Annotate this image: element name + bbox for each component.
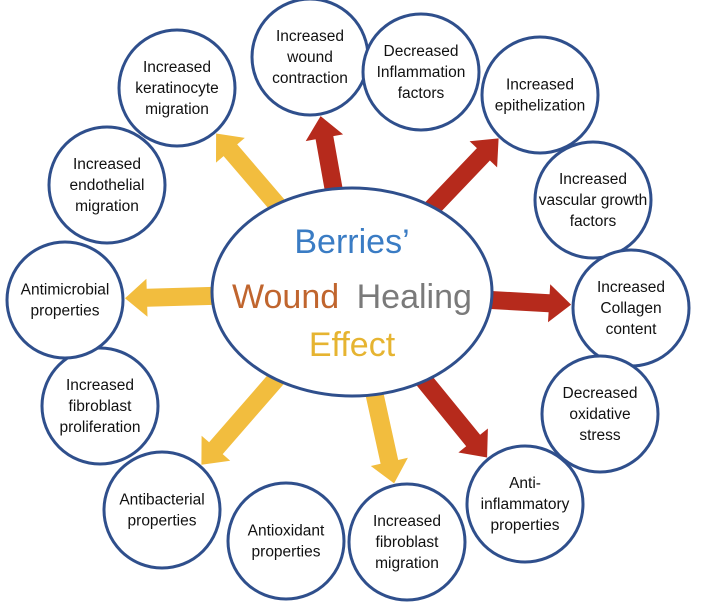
node-circle [361, 12, 481, 132]
node-label-line: properties [491, 517, 560, 534]
center-word-healing: Healing [357, 278, 472, 316]
node-circle [226, 481, 346, 601]
node-label-line: fibroblast [376, 534, 440, 551]
node-label-line: Increased [73, 156, 141, 173]
node-epithelization: Increased epithelization [480, 35, 600, 155]
outcome-nodes: IncreasedwoundcontractionDecreasedInflam… [5, 0, 691, 602]
node-circle [540, 354, 660, 474]
node-antimicrobial: Antimicrobial properties [5, 240, 125, 360]
node-label-line: factors [570, 213, 617, 230]
node-label-line: endothelial [70, 177, 145, 194]
node-label-line: Antimicrobial [21, 282, 110, 299]
arrow-to-wound-contraction [305, 116, 345, 205]
node-circle [347, 482, 467, 602]
center-hub: Berries’ Wound Healing Effect [210, 186, 494, 398]
node-label-line: Increased [559, 171, 627, 188]
arrows-layer [125, 116, 572, 484]
node-label-line: Decreased [384, 43, 459, 60]
node-endothelial-migration: Increased endothelial migration [47, 125, 167, 245]
node-label-line: contraction [272, 70, 348, 87]
node-label-line: inflammatory [481, 496, 570, 513]
node-circle [5, 240, 125, 360]
center-title-wound-healing: Wound Healing [232, 278, 472, 316]
node-label-line: Antibacterial [119, 492, 204, 509]
node-oxidative-stress: Decreased oxidative stress [540, 354, 660, 474]
arrow-to-epithelization [416, 138, 499, 224]
node-label-line: properties [252, 544, 321, 561]
node-antibacterial: Antibacterial properties [102, 450, 222, 570]
node-label-line: Decreased [563, 385, 638, 402]
node-label-line: migration [375, 555, 439, 572]
node-fibroblast-proliferation: Increased fibroblast proliferation [40, 346, 160, 466]
center-title-berries: Berries’ [294, 223, 409, 261]
node-label-line: properties [31, 303, 100, 320]
node-label-line: Increased [373, 513, 441, 530]
node-circle [533, 140, 653, 260]
node-label-line: Anti- [509, 475, 541, 492]
node-label-line: Increased [506, 77, 574, 94]
node-label-line: migration [145, 101, 209, 118]
node-circle [117, 28, 237, 148]
node-label-line: wound [286, 49, 333, 66]
node-label-line: vascular growth [539, 192, 648, 209]
node-label-line: oxidative [569, 406, 630, 423]
node-label-line: stress [579, 427, 621, 444]
node-label-line: Collagen [600, 300, 661, 317]
arrow-to-keratinocyte-migration [216, 133, 293, 221]
node-circle [480, 35, 600, 155]
arrow-to-collagen-content [477, 284, 572, 323]
node-label-line: epithelization [495, 98, 585, 115]
node-label-line: Increased [597, 279, 665, 296]
node-label-line: properties [128, 513, 197, 530]
node-label-line: Increased [276, 28, 344, 45]
node-label-line: Increased [143, 59, 211, 76]
arrow-to-antimicrobial [125, 278, 227, 317]
node-fibroblast-migration: Increased fibroblast migration [347, 482, 467, 602]
node-antioxidant: Antioxidant properties [226, 481, 346, 601]
node-circle [102, 450, 222, 570]
node-circle [465, 444, 585, 564]
node-label-line: Increased [66, 377, 134, 394]
node-label-line: proliferation [60, 419, 141, 436]
arrow-to-anti-inflammatory [408, 364, 488, 458]
center-title-effect: Effect [309, 326, 396, 364]
node-anti-inflammatory: Anti-inflammatory properties [465, 444, 585, 564]
node-label-line: fibroblast [69, 398, 133, 415]
node-label-line: Inflammation [377, 64, 466, 81]
node-wound-contraction: Increased wound contraction [250, 0, 370, 117]
node-label-line: migration [75, 198, 139, 215]
node-vascular-growth-factors: Increased vascular growth factors [533, 140, 653, 260]
node-circle [47, 125, 167, 245]
node-label-line: content [606, 321, 658, 338]
arrow-to-antibacterial [201, 362, 292, 465]
center-ellipse [210, 186, 494, 398]
node-label-line: factors [398, 85, 445, 102]
node-label-line: Antioxidant [248, 523, 325, 540]
node-keratinocyte-migration: Increased keratinocyte migration [117, 28, 237, 148]
center-word-wound: Wound [232, 278, 339, 316]
arrow-to-fibroblast-migration [362, 379, 408, 484]
node-label-line: keratinocyte [135, 80, 219, 97]
